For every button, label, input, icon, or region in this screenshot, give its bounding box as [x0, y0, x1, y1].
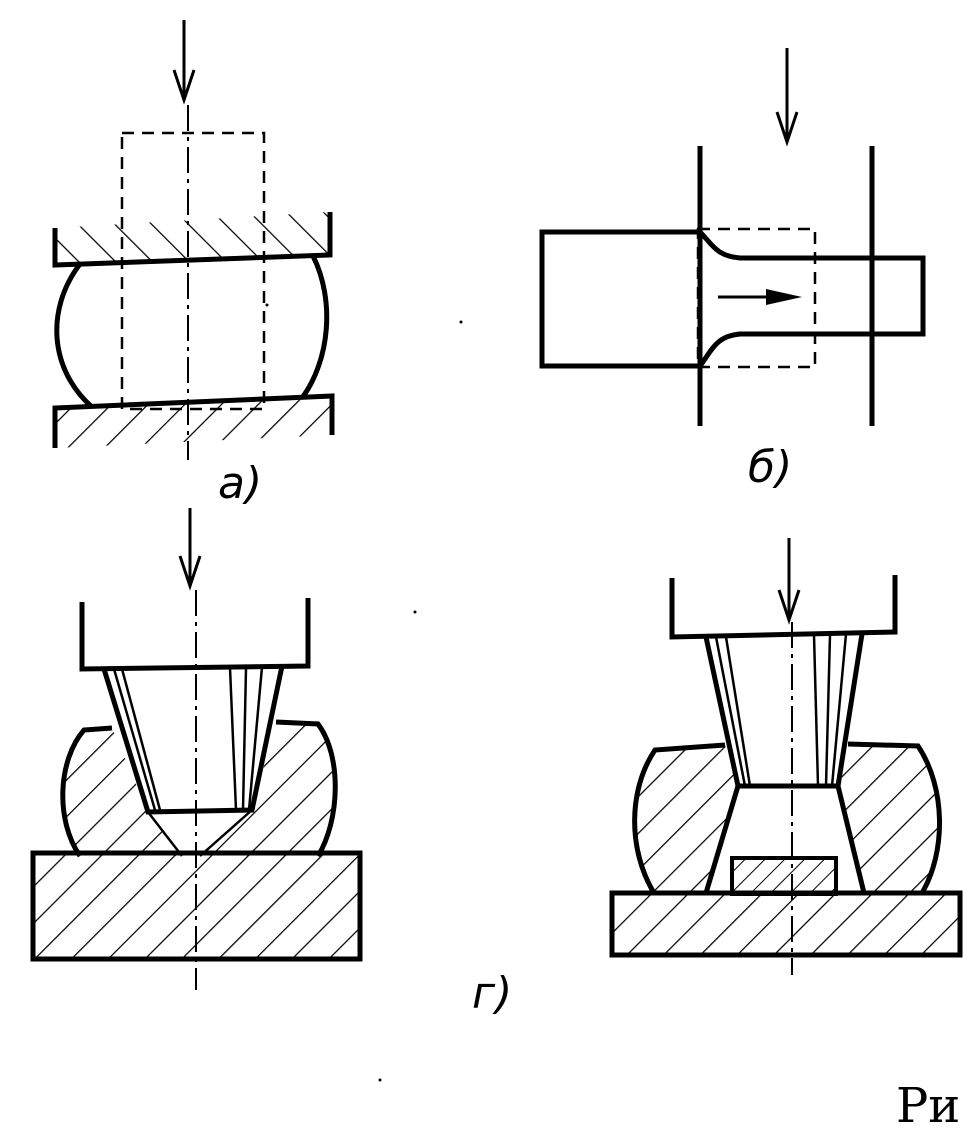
- load-arrowhead-g2: [777, 589, 801, 625]
- label-g: г): [472, 968, 512, 1019]
- speck-4: [265, 303, 269, 307]
- punch-g2: [703, 633, 865, 789]
- load-arrowhead-b: [775, 111, 799, 147]
- upset-billet: [54, 262, 94, 409]
- figure-a-upsetting: а): [52, 20, 335, 509]
- load-arrowhead-g1: [178, 555, 202, 591]
- extruded-billet: [539, 229, 926, 369]
- figure-g-left-piercing: [30, 508, 363, 990]
- slug-g2: [730, 856, 838, 896]
- punch-g1: [101, 665, 285, 815]
- lower-die-a: [55, 396, 332, 448]
- figure-g-right-punching: [609, 538, 963, 975]
- figure-caption: Ри: [896, 1078, 960, 1134]
- speck-2: [413, 610, 417, 614]
- load-arrowhead-a: [172, 69, 196, 105]
- workpiece-g1-right: [200, 722, 336, 856]
- speck-3: [378, 1078, 382, 1082]
- punch-holder-g2: [669, 575, 898, 640]
- flow-arrowhead: [766, 289, 802, 305]
- lower-die-g2: [609, 890, 963, 958]
- speck-1: [459, 320, 463, 324]
- workpiece-g2-left: [634, 745, 738, 893]
- die-outline-dashed: [696, 227, 817, 369]
- workpiece-g1-left: [62, 728, 182, 856]
- original-billet-outline: [120, 131, 266, 411]
- label-a: а): [218, 458, 262, 509]
- label-b: б): [748, 442, 792, 493]
- workpiece-g2-right: [838, 744, 940, 893]
- upper-die-a: [55, 212, 330, 265]
- figure-b-extrusion: б): [539, 48, 926, 493]
